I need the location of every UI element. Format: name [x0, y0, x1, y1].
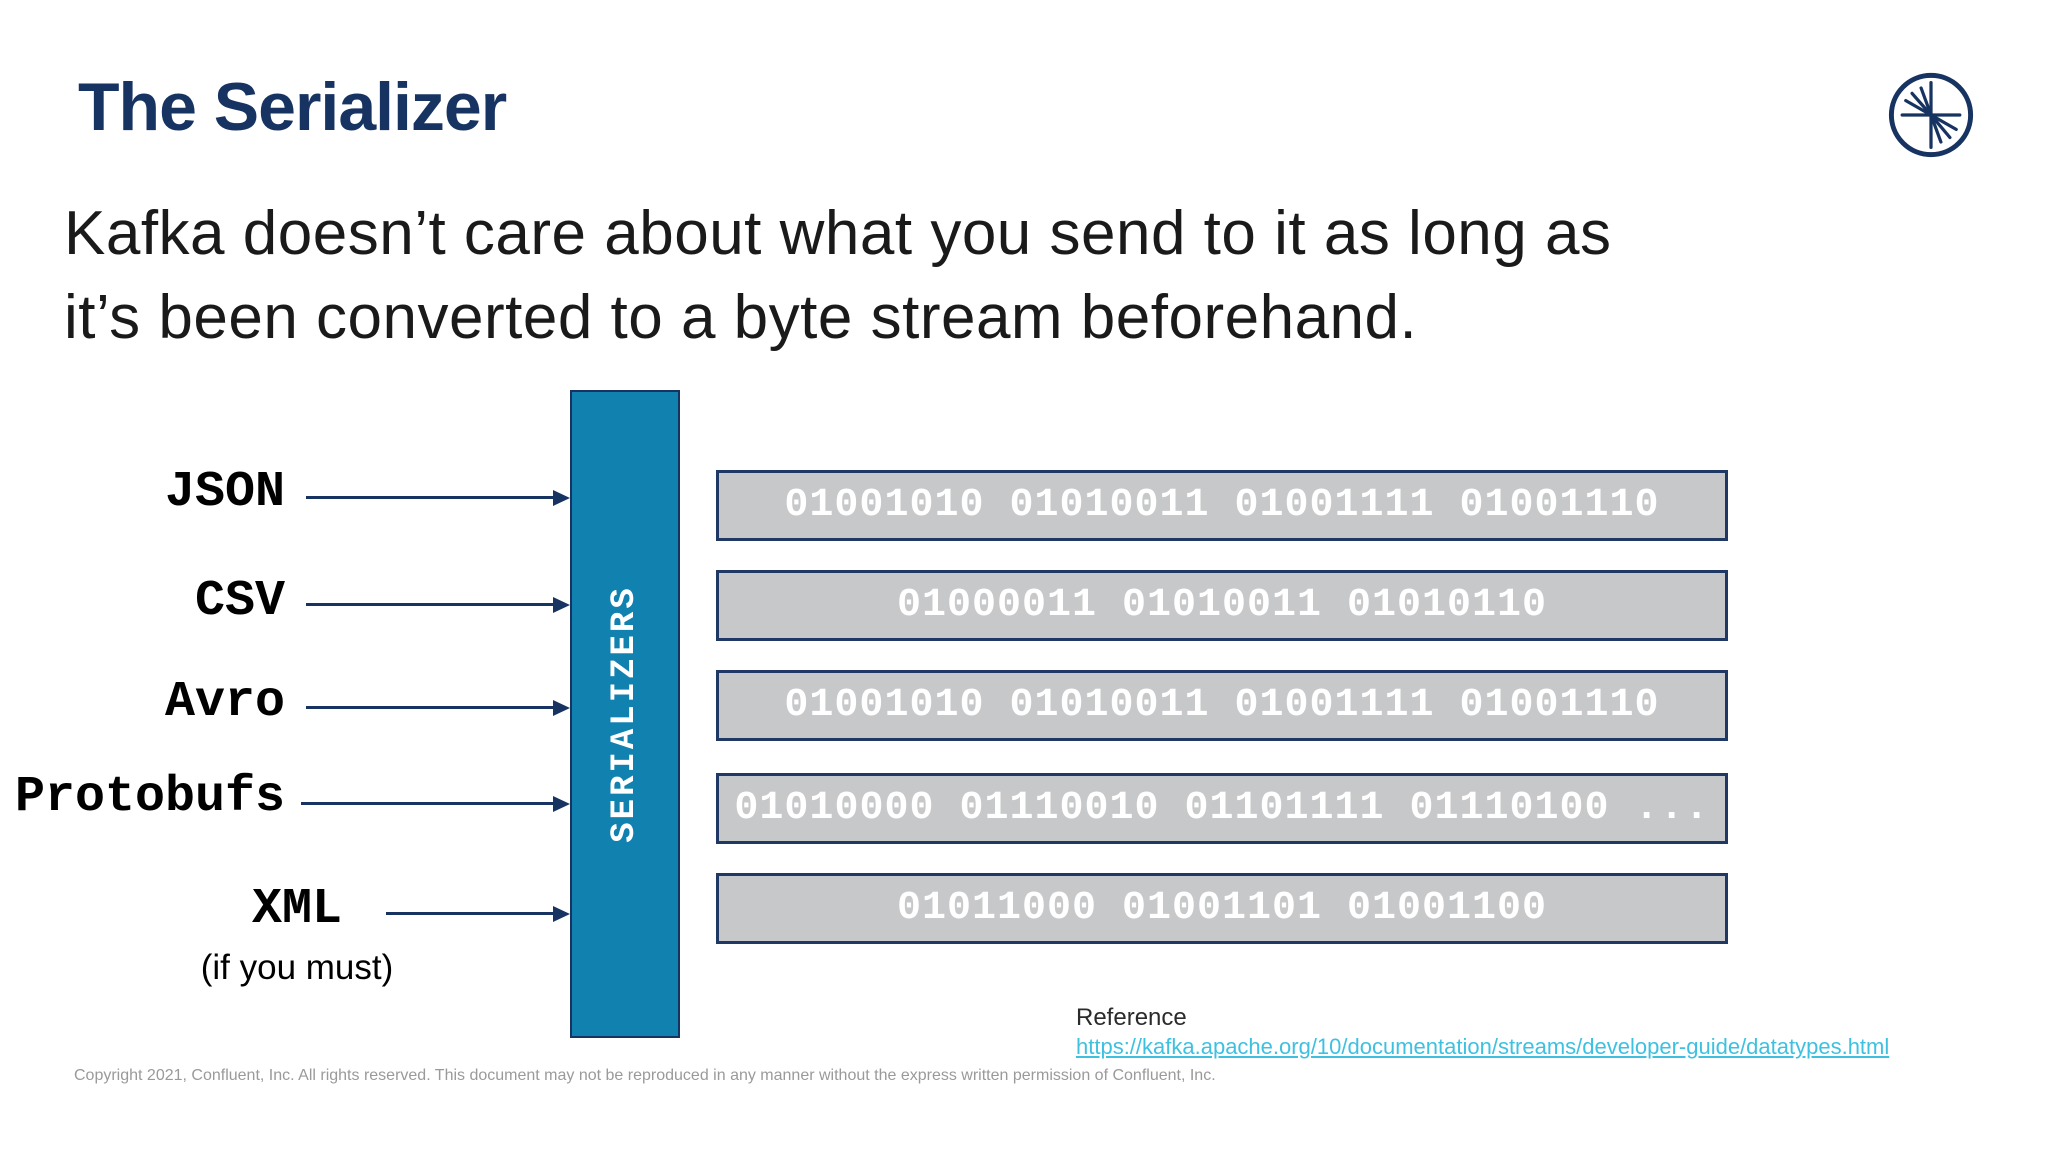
reference-label: Reference [1076, 1004, 1187, 1031]
subtitle-line-1: Kafka doesn’t care about what you send t… [64, 199, 1612, 268]
serializers-bar-label: SERIALIZERS [606, 585, 644, 843]
confluent-logo-icon [1886, 70, 1976, 160]
byte-stream-bits: 01001010 01010011 01001111 01001110 [784, 683, 1660, 728]
csv-arrow-icon [306, 603, 554, 606]
reference-link[interactable]: https://kafka.apache.org/10/documentatio… [1076, 1034, 1890, 1059]
subtitle-line-2: it’s been converted to a byte stream bef… [64, 283, 1418, 352]
format-label-csv: CSV [194, 573, 285, 630]
serializers-bar: SERIALIZERS [570, 390, 680, 1038]
byte-stream-bits: 01010000 01110010 01101111 01110100 ... [734, 786, 1710, 831]
format-label-json: JSON [164, 464, 285, 521]
copyright-text: Copyright 2021, Confluent, Inc. All righ… [74, 1067, 1216, 1084]
byte-stream-box-protobufs: 01010000 01110010 01101111 01110100 ... [716, 773, 1728, 844]
xml-arrow-icon [386, 912, 554, 915]
byte-stream-box-csv: 01000011 01010011 01010110 [716, 570, 1728, 641]
format-label-xml: XML [251, 881, 342, 938]
format-label-protobufs: Protobufs [14, 769, 285, 826]
json-arrow-icon [306, 496, 554, 499]
format-label-avro: Avro [164, 674, 285, 731]
protobufs-arrow-icon [301, 802, 554, 805]
byte-stream-bits: 01001010 01010011 01001111 01001110 [784, 483, 1660, 528]
byte-stream-box-xml: 01011000 01001101 01001100 [716, 873, 1728, 944]
byte-stream-box-avro: 01001010 01010011 01001111 01001110 [716, 670, 1728, 741]
avro-arrow-icon [306, 706, 554, 709]
format-note-xml: (if you must) [200, 948, 394, 987]
byte-stream-box-json: 01001010 01010011 01001111 01001110 [716, 470, 1728, 541]
subtitle: Kafka doesn’t care about what you send t… [64, 192, 1611, 360]
page-title: The Serializer [78, 69, 507, 145]
byte-stream-bits: 01011000 01001101 01001100 [896, 886, 1548, 931]
byte-stream-bits: 01000011 01010011 01010110 [896, 583, 1548, 628]
